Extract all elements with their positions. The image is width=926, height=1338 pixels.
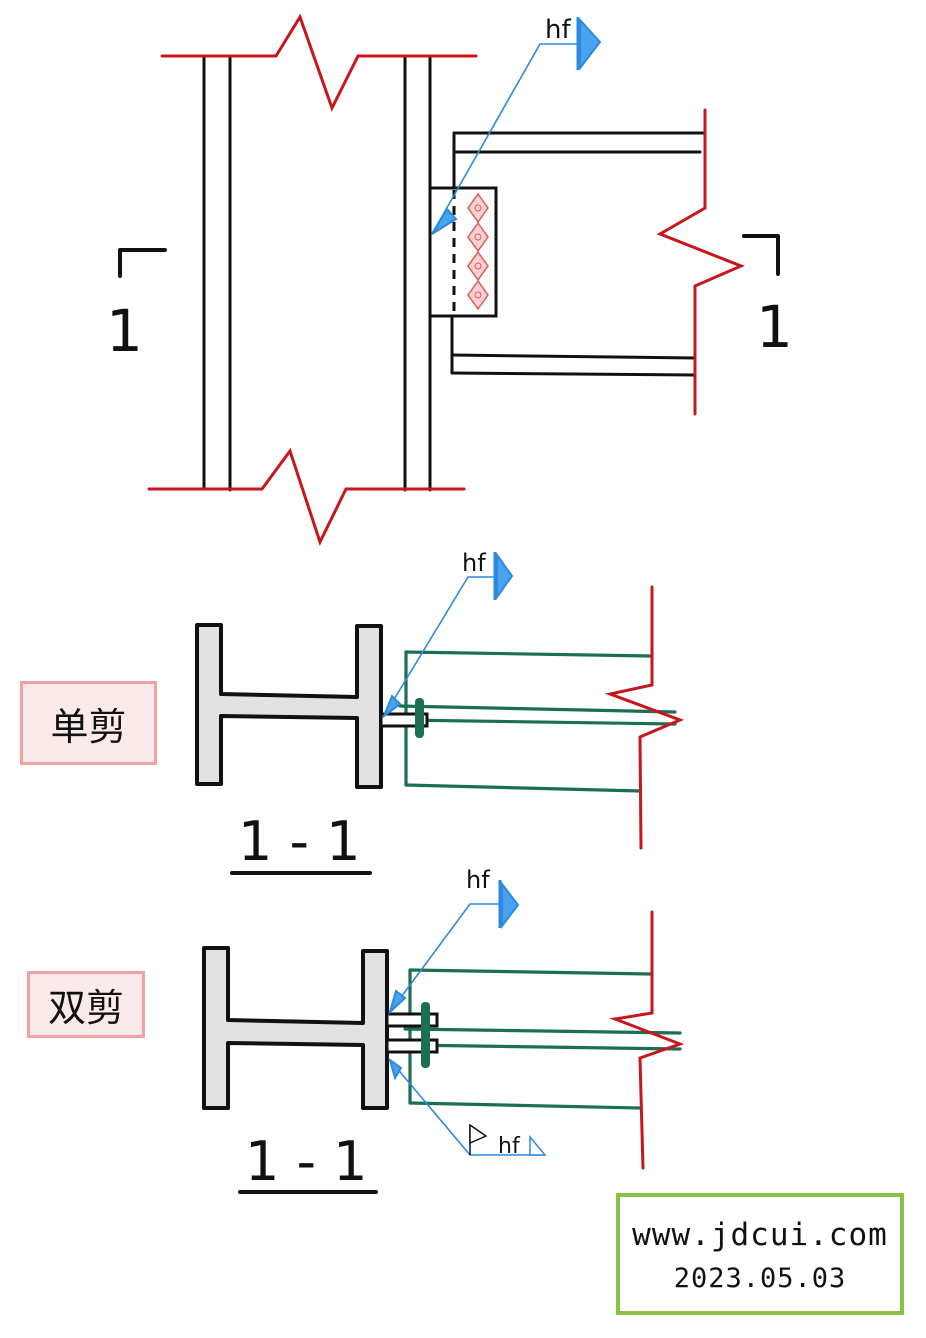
beam-break-line [656,108,745,416]
bolt-marker [467,221,489,253]
double-shear-label: 双剪 [27,971,145,1038]
stamp-url: www.jdcui.com [632,1217,888,1253]
section-mark-label: 1 [756,293,793,361]
beam-section-double [403,968,682,1110]
section-title-label: 1 - 1 [238,810,361,873]
column-section-double [202,946,389,1110]
section-title-label: 1 - 1 [245,1130,368,1193]
weld-leader-double-lower: hf [388,1057,547,1159]
bolt-double [421,1002,430,1068]
section-mark-label: 1 [106,297,143,365]
bolt-marker [467,250,489,282]
stamp-date: 2023.05.03 [673,1263,847,1294]
beam-elevation [450,131,707,377]
weld-size-label: hf [498,1134,521,1159]
bolt-single [415,698,424,738]
column-section-single [195,623,383,789]
bolt-marker [467,279,489,311]
single-shear-label: 单剪 [20,681,157,765]
beam-break-line-double [609,910,685,1170]
column-elevation [202,55,432,492]
weld-leader-double-upper: hf [388,866,520,1016]
section-mark-left: 1 [106,248,167,365]
section-mark-right: 1 [742,234,793,361]
section-title-single: 1 - 1 [230,810,372,875]
weld-leader-single: hf [381,549,514,719]
weld-size-label: hf [466,866,490,894]
weld-size-label: hf [462,549,486,577]
bolt-marker [467,192,489,224]
beam-section-single [398,650,677,793]
watermark-stamp: www.jdcui.com 2023.05.03 [616,1193,904,1315]
section-title-double: 1 - 1 [238,1130,378,1194]
beam-break-line-single [604,585,685,850]
column-break-line-top [160,13,478,112]
column-break-line-bottom [147,447,466,546]
shear-plate [428,186,498,318]
bolt-group [467,192,489,311]
weld-size-label: hf [545,15,571,45]
weld-leader-top: hf [431,15,602,235]
